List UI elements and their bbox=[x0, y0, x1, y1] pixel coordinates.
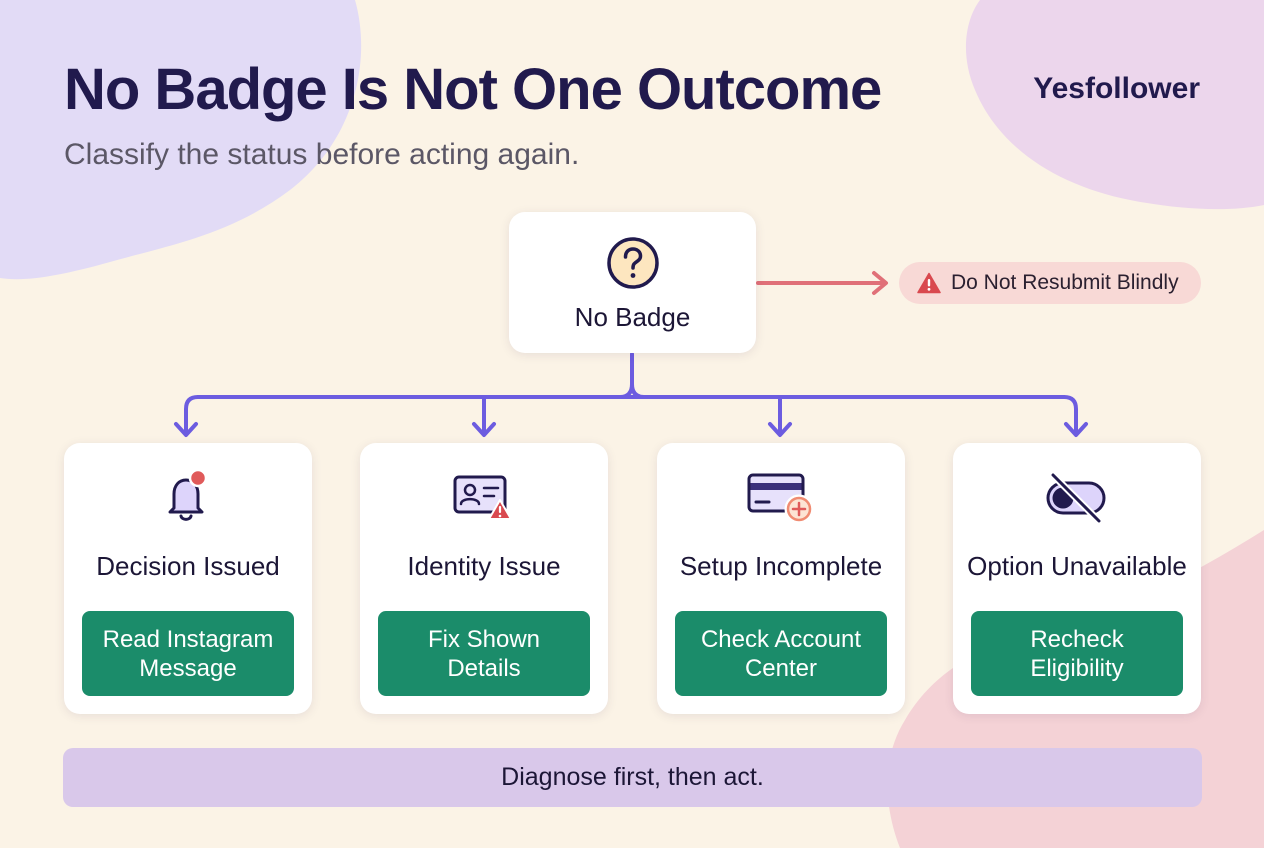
outcome-card-decision-issued: Decision Issued Read Instagram Message bbox=[64, 443, 312, 714]
connector-branch-4 bbox=[1062, 395, 1078, 435]
outcome-title: Decision Issued bbox=[96, 551, 280, 581]
outcome-card-setup-incomplete: Setup Incomplete Check Account Center bbox=[657, 443, 905, 714]
brand-logo-text: Yesfollower bbox=[1033, 72, 1200, 105]
bell-notification-icon bbox=[168, 468, 208, 521]
question-circle-icon bbox=[606, 237, 659, 289]
root-node-card: No Badge bbox=[509, 212, 756, 353]
arrowhead-4 bbox=[1064, 422, 1088, 437]
warning-pill: Do Not Resubmit Blindly bbox=[899, 262, 1201, 304]
outcome-title: Option Unavailable bbox=[967, 551, 1187, 581]
fix-shown-details-button[interactable]: Fix Shown Details bbox=[378, 611, 590, 696]
connector-trunk bbox=[618, 352, 634, 399]
root-node-label: No Badge bbox=[574, 302, 691, 332]
outcome-card-option-unavailable: Option Unavailable Recheck Eligibility bbox=[953, 443, 1201, 714]
warning-label: Do Not Resubmit Blindly bbox=[951, 271, 1179, 294]
recheck-eligibility-button[interactable]: Recheck Eligibility bbox=[971, 611, 1183, 696]
arrowhead-3 bbox=[768, 422, 792, 437]
outcome-title: Setup Incomplete bbox=[679, 551, 883, 581]
check-account-center-button[interactable]: Check Account Center bbox=[675, 611, 887, 696]
page-subtitle: Classify the status before acting again. bbox=[64, 138, 580, 171]
read-instagram-message-button[interactable]: Read Instagram Message bbox=[82, 611, 294, 696]
connector-branch-1 bbox=[184, 395, 200, 435]
warning-triangle-icon bbox=[917, 272, 941, 294]
credit-card-add-icon bbox=[747, 473, 814, 524]
page-title: No Badge Is Not One Outcome bbox=[64, 57, 882, 122]
arrowhead-2 bbox=[472, 422, 496, 437]
outcome-card-identity-issue: Identity Issue Fix Shown Details bbox=[360, 443, 608, 714]
warning-arrowhead bbox=[872, 271, 888, 295]
outcome-title: Identity Issue bbox=[407, 551, 561, 581]
toggle-off-icon bbox=[1046, 471, 1106, 525]
id-card-warning-icon bbox=[453, 475, 512, 520]
footer-banner: Diagnose first, then act. bbox=[63, 748, 1202, 807]
arrowhead-1 bbox=[174, 422, 198, 437]
